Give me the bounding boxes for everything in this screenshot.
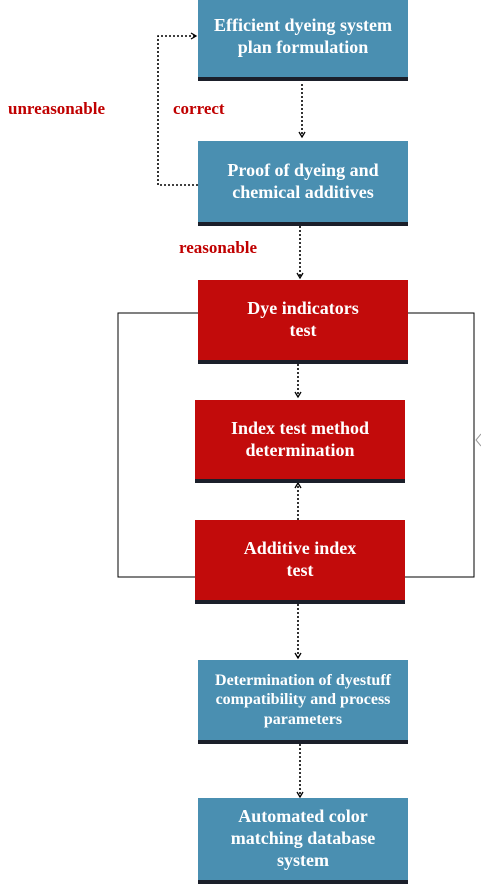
index-test-method-box: Index test method determination: [195, 400, 405, 483]
proof-box: Proof of dyeing and chemical additives: [198, 141, 408, 226]
compatibility-box: Determination of dyestuff compatibility …: [198, 660, 408, 744]
edge-caret-mark: [475, 433, 481, 447]
database-box: Automated color matching database system: [198, 798, 408, 884]
plan-box-label: Efficient dyeing system plan formulation: [214, 15, 392, 57]
additive-index-test-box: Additive index test: [195, 520, 405, 604]
dye-indicators-test-label: Dye indicators test: [247, 298, 359, 340]
correct-label: correct: [173, 99, 225, 118]
proof-box-label: Proof of dyeing and chemical additives: [227, 159, 379, 202]
feedback-loop-arrow: [157, 32, 198, 186]
database-box-label: Automated color matching database system: [230, 806, 376, 870]
reasonable-label: reasonable: [179, 238, 258, 257]
dye-indicators-test-box: Dye indicators test: [198, 280, 408, 364]
unreasonable-label: unreasonable: [8, 99, 105, 118]
index-test-method-label: Index test method determination: [231, 417, 369, 460]
additive-index-test-label: Additive index test: [243, 538, 357, 580]
plan-box: Efficient dyeing system plan formulation: [198, 0, 408, 81]
compatibility-box-label: Determination of dyestuff compatibility …: [215, 671, 391, 728]
